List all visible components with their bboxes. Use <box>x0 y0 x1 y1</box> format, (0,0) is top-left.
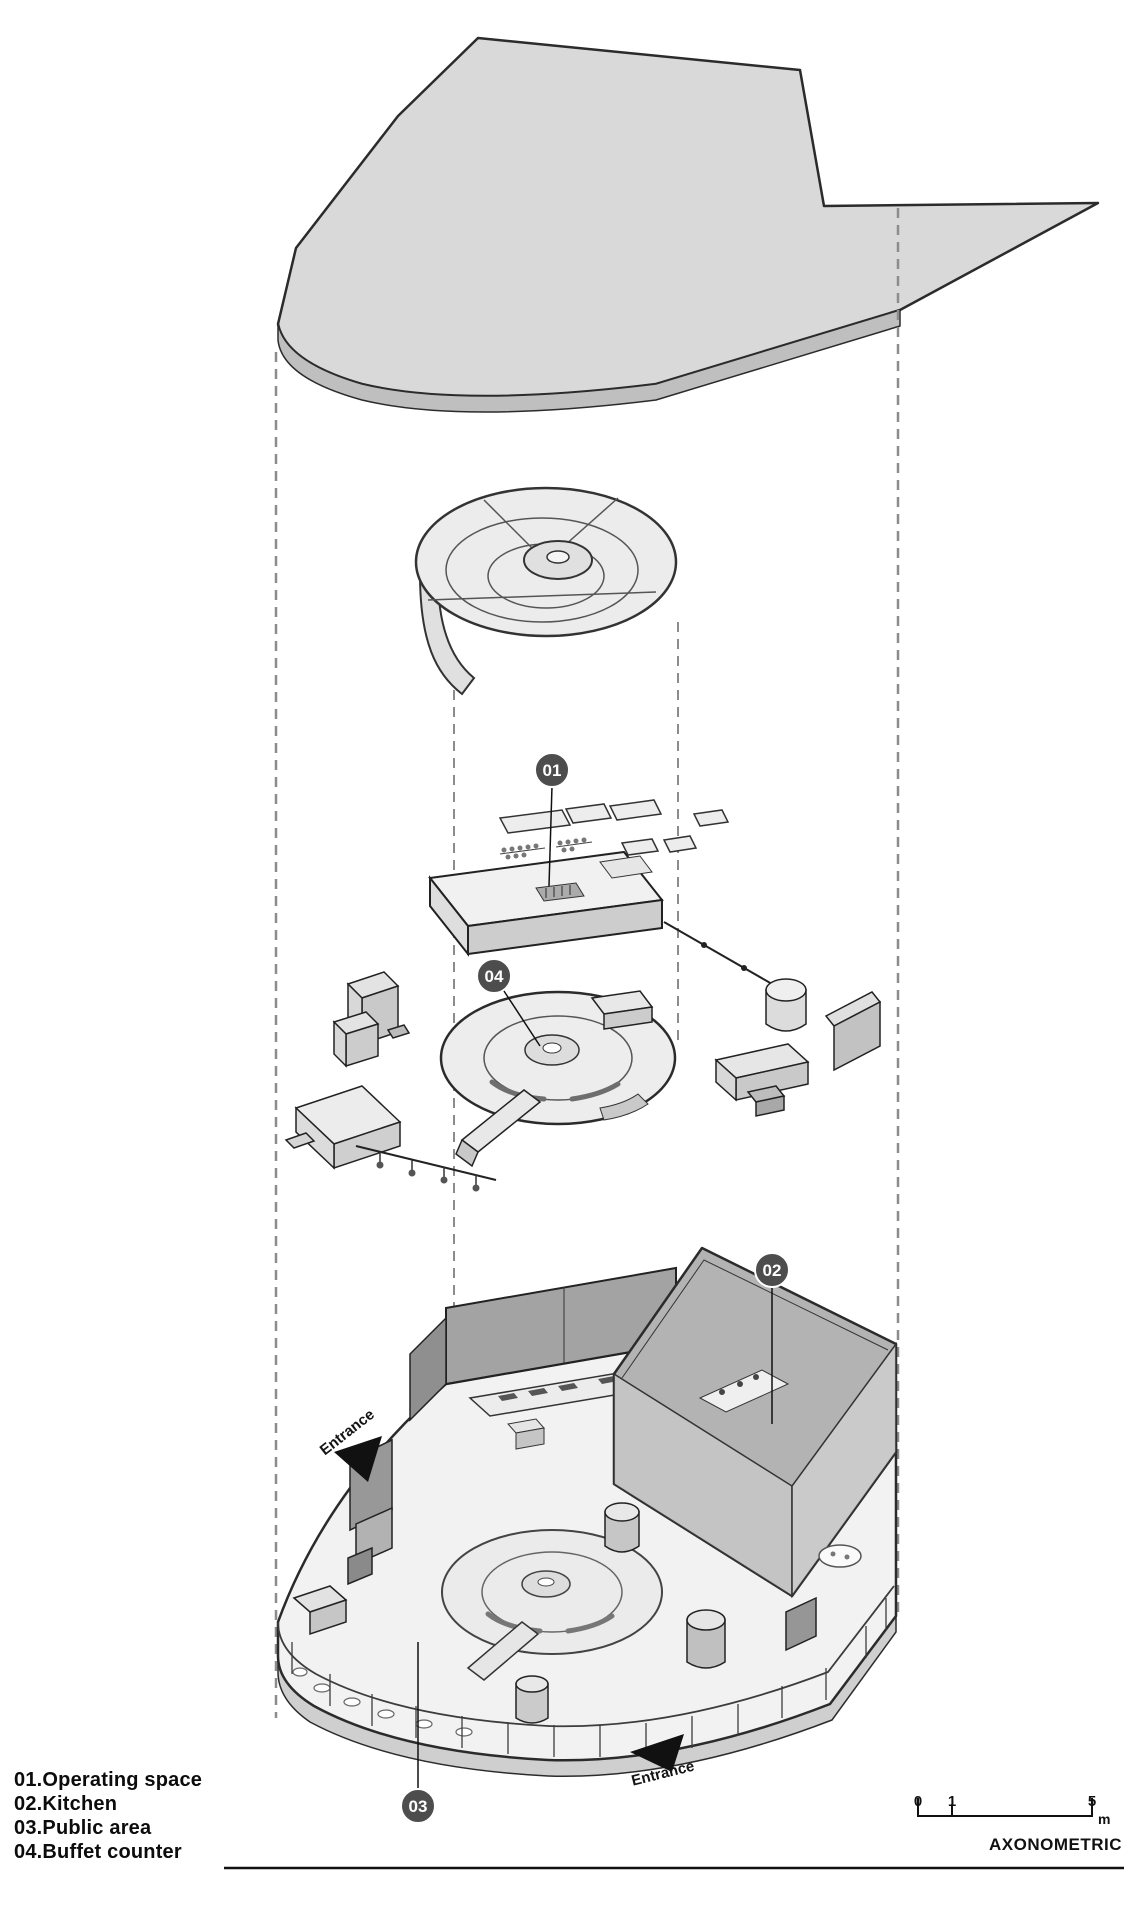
back-wall-return <box>409 1316 447 1422</box>
entrance-left-arrow <box>334 1436 382 1482</box>
disc-inner-ring <box>445 517 639 623</box>
floor-plan-layer: Entrance Entrance <box>276 1246 898 1790</box>
drawing-caption: AXONOMETRIC <box>989 1835 1122 1854</box>
callout-01: 01 <box>534 752 570 887</box>
callout-03-label: 03 <box>409 1797 428 1816</box>
entrance-bottom-arrow <box>630 1734 684 1772</box>
right-furniture-cluster <box>714 978 882 1117</box>
stool-rail <box>355 1145 497 1192</box>
floor-tables <box>292 1544 862 1737</box>
legend-item-kitchen: 02.Kitchen <box>14 1793 118 1815</box>
operating-space-layer <box>428 799 787 993</box>
roof-top-face <box>276 36 1100 398</box>
kitchen-volume <box>612 1246 898 1599</box>
counter-equipment-lines <box>545 885 571 898</box>
counter-equipment-inset <box>535 882 585 902</box>
canopy-disc <box>414 486 678 696</box>
disc-flap <box>418 572 476 696</box>
perimeter-railing <box>277 1585 895 1757</box>
callout-02-label: 02 <box>763 1261 782 1280</box>
buffet-footprint <box>441 1529 663 1681</box>
service-rail <box>663 921 787 993</box>
bottle-shelf <box>499 837 593 860</box>
callouts: 01 04 02 03 <box>400 752 790 1824</box>
buffet-counter <box>439 990 677 1168</box>
counter-step <box>599 855 653 879</box>
callout-04-label: 04 <box>485 967 504 986</box>
roof-edge-thickness <box>277 309 901 413</box>
legend: 01.Operating space 02.Kitchen 03.Public … <box>14 1768 202 1864</box>
scale-unit: m <box>1098 1811 1110 1827</box>
kitchen-front-right-wall <box>791 1341 897 1599</box>
legend-item-operating-space: 01.Operating space <box>14 1769 203 1791</box>
callout-01-label: 01 <box>543 761 562 780</box>
scale-bar: 0 1 5 m AXONOMETRIC <box>224 1793 1124 1870</box>
floor-cylinders <box>515 1502 726 1724</box>
legend-item-buffet-counter: 04.Buffet counter <box>14 1841 182 1863</box>
interior-partitions <box>292 1438 817 1652</box>
callout-04: 04 <box>476 958 541 1047</box>
scale-tick-1: 1 <box>948 1793 956 1810</box>
menu-boards <box>498 799 730 856</box>
counter-side <box>429 875 469 957</box>
projection-guides <box>274 208 900 1718</box>
roof-slab <box>276 36 1100 413</box>
left-furniture-cluster <box>284 971 411 1170</box>
callout-02: 02 <box>754 1252 790 1424</box>
callout-03: 03 <box>400 1642 436 1824</box>
furniture-layer <box>284 971 882 1192</box>
disc-hub-top <box>546 550 570 564</box>
legend-item-public-area: 03.Public area <box>14 1817 152 1839</box>
